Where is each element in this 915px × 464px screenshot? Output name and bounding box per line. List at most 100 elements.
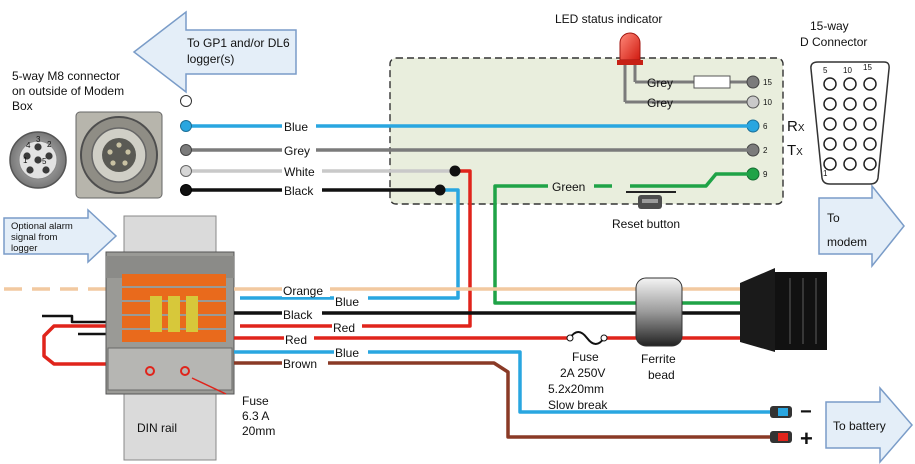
battery-plus-sign: + [800,426,813,451]
ferrite-label-line2: bead [648,368,675,382]
reset-button-label: Reset button [612,217,680,231]
white-wire-label: White [284,165,315,179]
black-start-dot [180,184,192,196]
ferrite-bead [635,277,683,347]
pin-15-dot [746,75,760,89]
tx-label: TX [787,142,803,159]
battery-negative-clip [770,406,792,418]
red-wire-label: Red [333,321,355,335]
m8-pin-3: 3 [36,135,41,144]
black-left-loop [42,314,108,324]
blue-battery-wire [234,350,770,414]
led-grey-wires [625,75,752,104]
to-gp1-label-line2: logger(s) [187,52,234,66]
led-grey-label-2: Grey [647,96,673,110]
m8-pinout-drawing: 1 2 3 4 5 [9,131,67,189]
m8-photo [75,111,163,199]
black-label-bg [282,183,322,197]
orange-wire-label: Orange [283,284,323,298]
battery-minus-sign: − [800,401,812,423]
pin-6-label: 6 [763,122,768,131]
orange-label-bg [282,283,330,297]
green-wire-label: Green [552,180,585,194]
pin-2-label: 2 [763,146,768,155]
small-fuse-pointer [191,377,227,395]
white-junction-dot [449,165,461,177]
green-label-bg [548,179,594,193]
black-wire-label: Black [284,184,314,198]
blue-wire-label: Blue [284,120,308,134]
fuse-end-right [600,334,608,342]
rx-label: RX [787,118,805,135]
din-rail-label: DIN rail [137,421,177,435]
main-fuse-label-line4: Slow break [548,398,608,412]
m8-pin-5: 5 [42,157,47,166]
battery-positive-clip [770,431,792,443]
terminal-block [105,251,235,395]
black-junction-dot [434,184,446,196]
black-wire-label-2: Black [283,308,313,322]
led-grey-label-1: Grey [647,76,673,90]
modem-plug [740,268,827,352]
m8-title-line1: 5-way M8 connector [12,69,120,83]
small-fuse-label-line2: 6.3 A [242,409,269,423]
resistor [693,75,731,89]
blue-label3-bg [334,345,368,359]
grey-start-dot [180,144,192,156]
grey-label-bg [282,143,316,157]
to-gp1-label-line1: To GP1 and/or DL6 [187,36,290,50]
white-start-dot [180,165,192,177]
dconn-pin-5: 5 [823,66,828,75]
red-wire-label-2: Red [285,333,307,347]
red-left-loop [42,324,108,366]
small-fuse-label-line3: 20mm [242,424,275,438]
main-fuse-label-line1: Fuse [572,350,599,364]
to-modem-arrow [818,183,905,269]
dconn-title-line2: D Connector [800,35,867,49]
black-label2-bg [282,306,322,320]
m8-pin-1: 1 [23,156,28,165]
green-wire [630,172,753,188]
pin-10-label: 10 [763,98,772,107]
main-fuse-label-line2: 2A 250V [560,366,605,380]
red-label-bg [332,319,362,333]
led-status-indicator [617,32,643,102]
dconn-pin-1: 1 [823,169,828,178]
pin-10-dot [746,95,760,109]
ferrite-label-line1: Ferrite [641,352,676,366]
alarm-label-line1: Optional alarm [11,221,73,232]
d-connector-drawing: 5 10 15 1 [810,61,890,185]
brown-label-bg [282,356,328,370]
small-fuse-label-line1: Fuse [242,394,269,408]
led-status-label: LED status indicator [555,12,662,26]
main-fuse-label-line3: 5.2x20mm [548,382,604,396]
blue-label-bg [282,119,316,133]
reset-button-symbol [626,191,676,209]
blue-start-dot [180,120,192,132]
pin-9-label: 9 [763,170,768,179]
blue-signal-wire-down [240,188,460,300]
fuse-end-left [566,334,574,342]
red-label2-bg [284,331,314,345]
modem-box-panel [389,57,784,205]
dconn-pin-10: 10 [843,66,852,75]
pin-15-label: 15 [763,78,772,87]
m8-title-line3: Box [12,99,33,113]
alarm-label-line3: logger [11,243,37,254]
m8-title-line2: on outside of Modem [12,84,124,98]
blue-label2-bg [334,294,368,308]
blue-wire-label-3: Blue [335,346,359,360]
white-label-bg [282,164,322,178]
m8-pin-unused-dot [180,95,192,107]
alarm-label-line2: signal from [11,232,58,243]
main-fuse-symbol [569,331,605,345]
to-gp1-arrow [132,10,297,94]
m8-pin-4: 4 [26,141,31,150]
dconn-title-line1: 15-way [810,19,849,33]
to-battery-label: To battery [833,419,886,433]
brown-wire-label: Brown [283,357,317,371]
to-battery-arrow [825,385,913,464]
alarm-signal-arrow [3,208,118,264]
to-modem-label-line1: To [827,211,840,225]
to-modem-label-line2: modem [827,235,867,249]
